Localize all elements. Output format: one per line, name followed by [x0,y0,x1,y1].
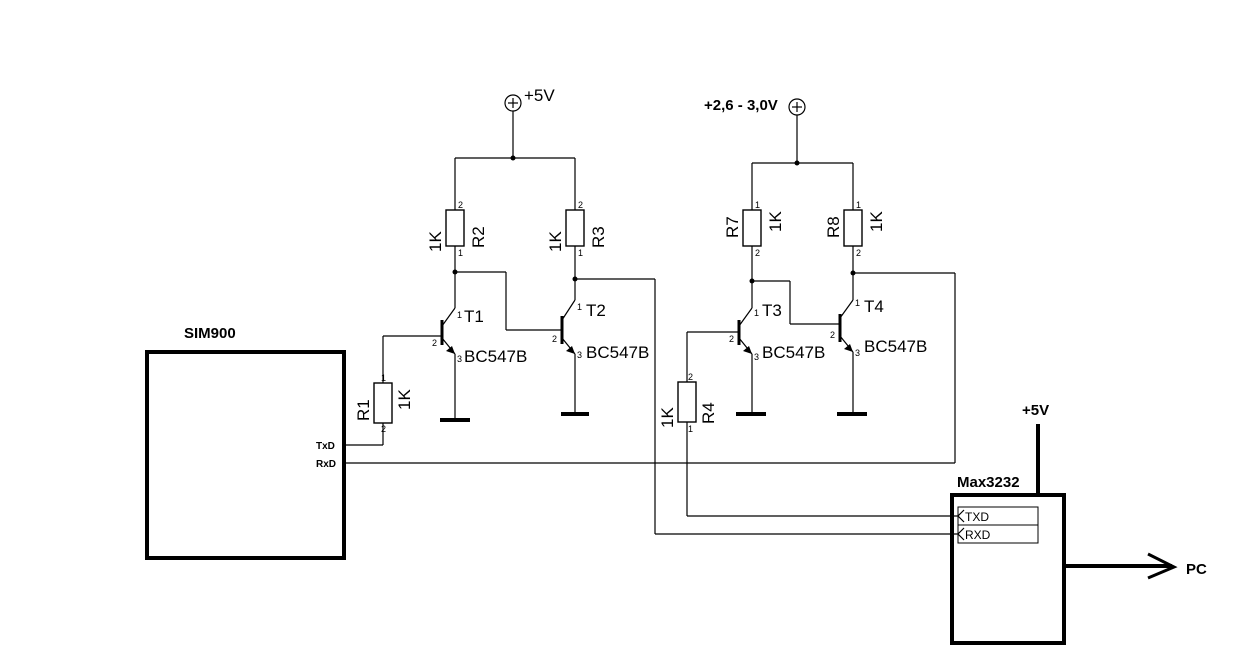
svg-text:1: 1 [754,308,759,318]
supply-5v-label: +5V [524,86,555,105]
svg-text:2: 2 [458,200,463,210]
svg-text:3: 3 [855,348,860,358]
t2-ref: T2 [586,301,606,320]
svg-text:1: 1 [755,200,760,210]
svg-text:3: 3 [457,354,462,364]
supply-low-label: +2,6 - 3,0V [704,97,778,114]
svg-text:2: 2 [688,372,693,382]
pc-label: PC [1186,561,1207,578]
sim900-txd: TxD [316,441,335,452]
svg-text:1: 1 [578,248,583,258]
r7-value: 1K [766,211,785,232]
svg-text:1: 1 [856,200,861,210]
r2-ref: R2 [469,226,488,248]
r8-ref: R8 [824,216,843,238]
r3-value: 1K [546,231,565,252]
t4-part: BC547B [864,337,927,356]
r7-ref: R7 [723,216,742,238]
resistor-r8: 1 2 R8 1K [824,200,886,300]
svg-text:1: 1 [577,302,582,312]
max-rxd: RXD [965,528,991,542]
svg-text:3: 3 [577,350,582,360]
r4-value: 1K [658,407,677,428]
svg-text:2: 2 [432,338,437,348]
svg-text:2: 2 [578,200,583,210]
t1-part: BC547B [464,347,527,366]
transistor-t1: 1 2 3 T1 BC547B [432,272,527,422]
t1-ref: T1 [464,307,484,326]
max-vcc-label: +5V [1022,402,1049,419]
r1-ref: R1 [354,399,373,421]
svg-text:2: 2 [755,248,760,258]
resistor-r7: 1 2 R7 1K [723,200,785,308]
svg-text:2: 2 [830,330,835,340]
resistor-r4: 2 1 1K R4 [658,372,718,434]
sim900-title: SIM900 [184,325,236,342]
svg-text:2: 2 [552,334,557,344]
r3-ref: R3 [589,226,608,248]
max-txd: TXD [965,510,989,524]
transistor-t2: 1 2 3 T2 BC547B [552,299,649,416]
transistor-t4: 1 2 3 T4 BC547B [830,297,927,416]
svg-text:2: 2 [856,248,861,258]
svg-text:1: 1 [855,298,860,308]
t3-part: BC547B [762,343,825,362]
r4-ref: R4 [699,402,718,424]
svg-text:3: 3 [754,352,759,362]
resistor-r1: 1 2 R1 1K [354,373,414,434]
t2-part: BC547B [586,343,649,362]
transistor-t3: 1 2 3 T3 BC547B [729,301,825,416]
t3-ref: T3 [762,301,782,320]
t4-ref: T4 [864,297,884,316]
max3232-title: Max3232 [957,474,1020,491]
supply-5v: +5V [504,86,555,158]
svg-text:1: 1 [457,310,462,320]
r2-value: 1K [426,231,445,252]
max3232-block: +5V Max3232 TXD RXD PC [950,402,1207,645]
r8-value: 1K [867,211,886,232]
svg-text:1: 1 [458,248,463,258]
resistor-r3: 2 1 1K R3 [546,200,608,300]
r1-value: 1K [395,389,414,410]
svg-text:1: 1 [381,373,386,383]
sim900-block: SIM900 TxD RxD [145,325,346,560]
supply-low: +2,6 - 3,0V [704,97,806,163]
sim900-rxd: RxD [316,459,336,470]
resistor-r2: 2 1 1K R2 [426,200,488,272]
svg-text:2: 2 [729,334,734,344]
svg-text:1: 1 [688,424,693,434]
